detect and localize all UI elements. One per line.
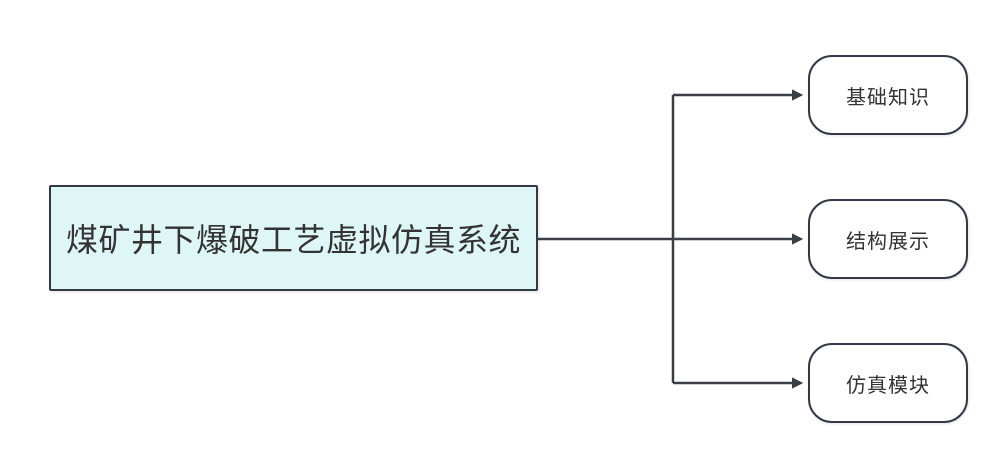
- node-basic-knowledge[interactable]: 基础知识: [808, 55, 968, 135]
- node-simulation-module-label: 仿真模块: [846, 374, 930, 397]
- root-node-system-title[interactable]: 煤矿井下爆破工艺虚拟仿真系统: [49, 185, 538, 291]
- node-structure-display-label: 结构展示: [846, 230, 930, 253]
- node-structure-display[interactable]: 结构展示: [808, 199, 968, 279]
- node-basic-knowledge-label: 基础知识: [846, 86, 930, 109]
- node-simulation-module[interactable]: 仿真模块: [808, 343, 968, 423]
- root-node-label: 煤矿井下爆破工艺虚拟仿真系统: [65, 222, 521, 258]
